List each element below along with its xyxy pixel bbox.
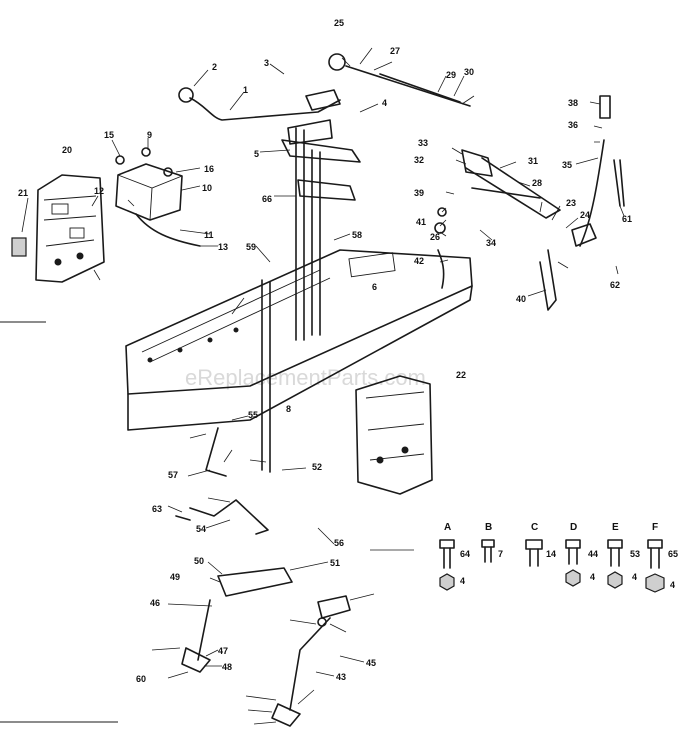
callout-45: 45 bbox=[366, 658, 376, 668]
hardware-letter-b: B bbox=[485, 522, 492, 533]
callout-32: 32 bbox=[414, 155, 424, 165]
callout-21: 21 bbox=[18, 188, 28, 198]
lift-lever-assembly bbox=[178, 53, 471, 341]
callout-7: 7 bbox=[498, 549, 503, 559]
callout-64: 64 bbox=[460, 549, 470, 559]
callout-46: 46 bbox=[150, 598, 160, 608]
callout-24: 24 bbox=[580, 210, 590, 220]
callout-25: 25 bbox=[334, 18, 344, 28]
lower-linkage-assembly bbox=[175, 427, 351, 727]
callout-58: 58 bbox=[352, 230, 362, 240]
hardware-nut-e: 4 bbox=[632, 572, 637, 582]
main-frame bbox=[125, 249, 473, 473]
callout-6: 6 bbox=[372, 282, 377, 292]
callout-31: 31 bbox=[528, 156, 538, 166]
callout-15: 15 bbox=[104, 130, 114, 140]
callout-38: 38 bbox=[568, 98, 578, 108]
watermark: eReplacementParts.com bbox=[185, 365, 426, 390]
callout-47: 47 bbox=[218, 646, 228, 656]
hardware-letter-d: D bbox=[570, 522, 577, 533]
callout-3: 3 bbox=[264, 58, 269, 68]
callout-26: 26 bbox=[430, 232, 440, 242]
callout-8: 8 bbox=[286, 404, 291, 414]
left-mount-bracket bbox=[11, 174, 105, 283]
control-box bbox=[115, 147, 201, 247]
callout-14: 14 bbox=[546, 549, 556, 559]
hardware-nut-d: 4 bbox=[590, 572, 595, 582]
callout-22: 22 bbox=[456, 370, 466, 380]
callout-29: 29 bbox=[446, 70, 456, 80]
callout-35: 35 bbox=[562, 160, 572, 170]
callout-43: 43 bbox=[336, 672, 346, 682]
hardware-nut-f: 4 bbox=[670, 580, 675, 590]
callout-34: 34 bbox=[486, 238, 496, 248]
hardware-letter-a: A bbox=[444, 522, 451, 533]
hardware-nut-a: 4 bbox=[460, 576, 465, 586]
callout-40: 40 bbox=[516, 294, 526, 304]
right-mount-bracket bbox=[355, 375, 433, 495]
callout-63: 63 bbox=[152, 504, 162, 514]
callout-16: 16 bbox=[204, 164, 214, 174]
callout-53: 53 bbox=[630, 549, 640, 559]
callout-60: 60 bbox=[136, 674, 146, 684]
callout-59: 59 bbox=[246, 242, 256, 252]
callout-labels: 1 2 3 4 5 6 7 8 9 10 11 12 13 14 15 16 2… bbox=[18, 18, 678, 684]
callout-50: 50 bbox=[194, 556, 204, 566]
callout-65: 65 bbox=[668, 549, 678, 559]
hardware-letter-c: C bbox=[531, 522, 538, 533]
callout-54: 54 bbox=[196, 524, 206, 534]
callout-27: 27 bbox=[390, 46, 400, 56]
callout-36: 36 bbox=[568, 120, 578, 130]
callout-52: 52 bbox=[312, 462, 322, 472]
callout-9: 9 bbox=[147, 130, 152, 140]
callout-5: 5 bbox=[254, 149, 259, 159]
callout-4: 4 bbox=[382, 98, 387, 108]
leader-lines bbox=[21, 47, 625, 725]
callout-44: 44 bbox=[588, 549, 598, 559]
callout-48: 48 bbox=[222, 662, 232, 672]
callout-41: 41 bbox=[416, 217, 426, 227]
callout-51: 51 bbox=[330, 558, 340, 568]
callout-61: 61 bbox=[622, 214, 632, 224]
callout-39: 39 bbox=[414, 188, 424, 198]
callout-23: 23 bbox=[566, 198, 576, 208]
callout-12: 12 bbox=[94, 186, 104, 196]
callout-62: 62 bbox=[610, 280, 620, 290]
callout-49: 49 bbox=[170, 572, 180, 582]
callout-30: 30 bbox=[464, 67, 474, 77]
callout-57: 57 bbox=[168, 470, 178, 480]
callout-10: 10 bbox=[202, 183, 212, 193]
callout-66: 66 bbox=[262, 194, 272, 204]
callout-55: 55 bbox=[248, 410, 258, 420]
hardware-letter-e: E bbox=[612, 522, 619, 533]
callout-2: 2 bbox=[212, 62, 217, 72]
callout-28: 28 bbox=[532, 178, 542, 188]
callout-33: 33 bbox=[418, 138, 428, 148]
callout-13: 13 bbox=[218, 242, 228, 252]
callout-20: 20 bbox=[62, 145, 72, 155]
hardware-legend: A 4 B C D 4 E 4 F 4 bbox=[370, 522, 675, 593]
callout-56: 56 bbox=[334, 538, 344, 548]
callout-1: 1 bbox=[243, 85, 248, 95]
callout-11: 11 bbox=[204, 230, 214, 240]
right-linkage-assembly bbox=[434, 95, 625, 311]
callout-42: 42 bbox=[414, 256, 424, 266]
hardware-letter-f: F bbox=[652, 522, 658, 533]
